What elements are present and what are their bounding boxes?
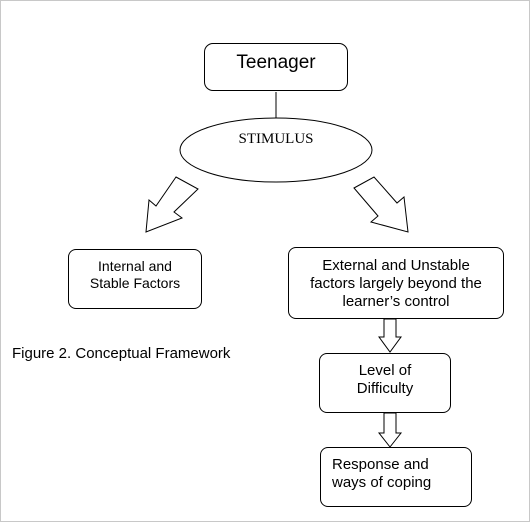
figure-caption: Figure 2. Conceptual Framework xyxy=(12,345,231,362)
internal-factors-line-2: Stable Factors xyxy=(89,275,181,291)
left-arrow xyxy=(145,176,199,233)
teenager-node xyxy=(204,43,348,91)
external-factors-line-1: External and Unstable xyxy=(322,257,470,274)
internal-factors-line-1: Internal and xyxy=(98,258,172,274)
response-line-2: ways of coping xyxy=(332,474,432,491)
down-arrow-2 xyxy=(377,412,403,448)
right-arrow xyxy=(353,176,409,233)
response-line-1: Response and xyxy=(332,456,429,473)
difficulty-box xyxy=(319,353,451,413)
stimulus-ellipse xyxy=(179,117,373,183)
response-box xyxy=(320,447,472,507)
difficulty-line-2: Difficulty xyxy=(356,380,414,397)
external-factors-line-2: factors largely beyond the xyxy=(310,275,482,292)
difficulty-line-1: Level of xyxy=(358,362,412,379)
internal-factors-box xyxy=(68,249,202,309)
stimulus-label: STIMULUS xyxy=(238,131,314,147)
teenager-label: Teenager xyxy=(236,52,316,73)
down-arrow-1 xyxy=(378,318,402,353)
external-factors-box xyxy=(288,247,504,319)
external-factors-line-3: learner’s control xyxy=(342,293,450,310)
